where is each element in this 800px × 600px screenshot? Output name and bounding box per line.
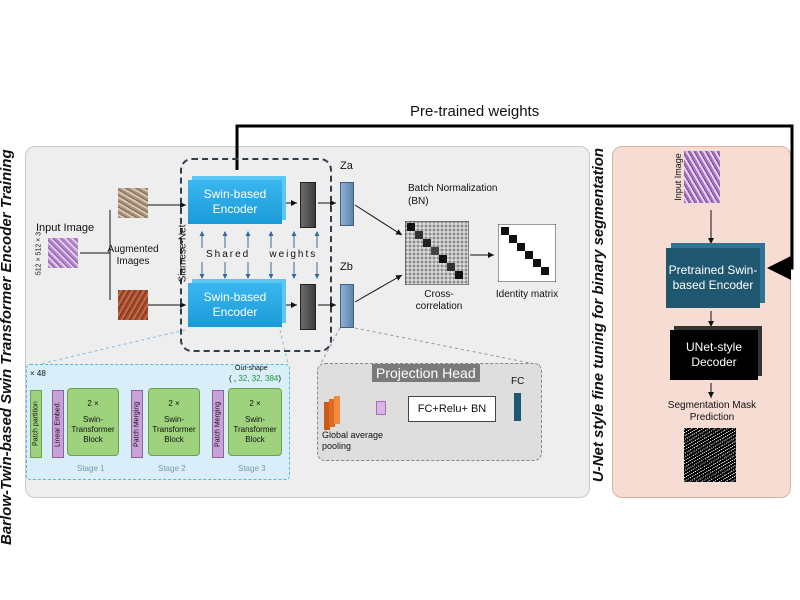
- x48-label: × 48: [30, 369, 46, 378]
- right-input-image-label: Input Image: [673, 153, 683, 201]
- zb-label: Zb: [340, 261, 353, 273]
- input-image-thumbnail: [48, 238, 78, 268]
- right-input-image: [684, 151, 720, 203]
- out-shape-numbers: 32, 32, 384: [238, 374, 279, 383]
- block-mult-1: 2 ×: [87, 399, 99, 408]
- stage3-label: Stage 3: [238, 464, 266, 473]
- siamese-net-box: [180, 158, 332, 352]
- input-image-label: Input Image: [36, 222, 95, 234]
- segmentation-mask-label: Segmentation Mask Prediction: [667, 400, 757, 423]
- augmented-images-label: Augmented Images: [107, 244, 159, 267]
- projection-head-title: Projection Head: [372, 364, 480, 382]
- swin-block-stage3: 2 × Swin-Transformer Block: [228, 388, 282, 456]
- pretrained-encoder-box: Pretrained Swin-based Encoder: [666, 248, 760, 308]
- stage2-label: Stage 2: [158, 464, 186, 473]
- cross-correlation-label: Cross-correlation: [415, 289, 463, 312]
- identity-matrix: [498, 224, 556, 282]
- gap-label: Global average pooling: [322, 430, 384, 451]
- swin-block-stage2: 2 × Swin-Transformer Block: [148, 388, 200, 456]
- siamese-net-label: Siamese-Net: [177, 224, 189, 283]
- out-shape-label: Out-shape: [235, 365, 268, 372]
- linear-embed-block: Linear Embed.: [52, 390, 64, 458]
- swin-block-stage1: 2 × Swin-Transformer Block: [67, 388, 119, 456]
- out-shape-value: ( , 32, 32, 384): [229, 374, 281, 383]
- out-shape-suffix: ): [278, 374, 282, 383]
- unet-decoder-box: UNet-style Decoder: [670, 330, 758, 380]
- shared-weights-label: Shared weights: [206, 249, 318, 260]
- patch-merging-block-2: Patch Merging: [212, 390, 224, 458]
- input-dims-label: 512 × 512 × 3: [35, 231, 43, 276]
- feature-cube-top: [300, 182, 316, 228]
- block-label-1: Swin-Transformer Block: [71, 415, 115, 444]
- stage1-label: Stage 1: [77, 464, 105, 473]
- cross-correlation-matrix: [405, 221, 469, 285]
- block-mult-3: 2 ×: [249, 399, 261, 408]
- fc-relu-bn-box: FC+Relu+ BN: [408, 396, 496, 422]
- fc-output-bar: [514, 393, 521, 421]
- segmentation-mask-image: [684, 428, 736, 482]
- za-label: Za: [340, 160, 353, 172]
- out-shape-prefix: ( ,: [229, 374, 239, 383]
- augmented-image-top: [118, 188, 148, 218]
- zb-vector: [340, 284, 354, 328]
- patch-merging-block-1: Patch Merging: [131, 390, 143, 458]
- block-mult-2: 2 ×: [168, 399, 180, 408]
- pretrained-weights-label: Pre-trained weights: [410, 103, 540, 120]
- block-label-3: Swin-Transformer Block: [233, 415, 277, 444]
- feature-cube-bottom: [300, 284, 316, 330]
- swin-encoder-bottom: Swin-based Encoder: [188, 283, 282, 327]
- swin-encoder-top: Swin-based Encoder: [188, 180, 282, 224]
- gap-vector: [376, 401, 386, 415]
- block-label-2: Swin-Transformer Block: [152, 415, 196, 444]
- batch-norm-label: Batch Normalization (BN): [408, 183, 498, 207]
- za-vector: [340, 182, 354, 226]
- patch-partition-block: Patch partition: [30, 390, 42, 458]
- identity-matrix-label: Identity matrix: [495, 289, 559, 300]
- gap-feature-maps: [324, 396, 346, 430]
- fc-label: FC: [511, 376, 525, 387]
- augmented-image-bottom: [118, 290, 148, 320]
